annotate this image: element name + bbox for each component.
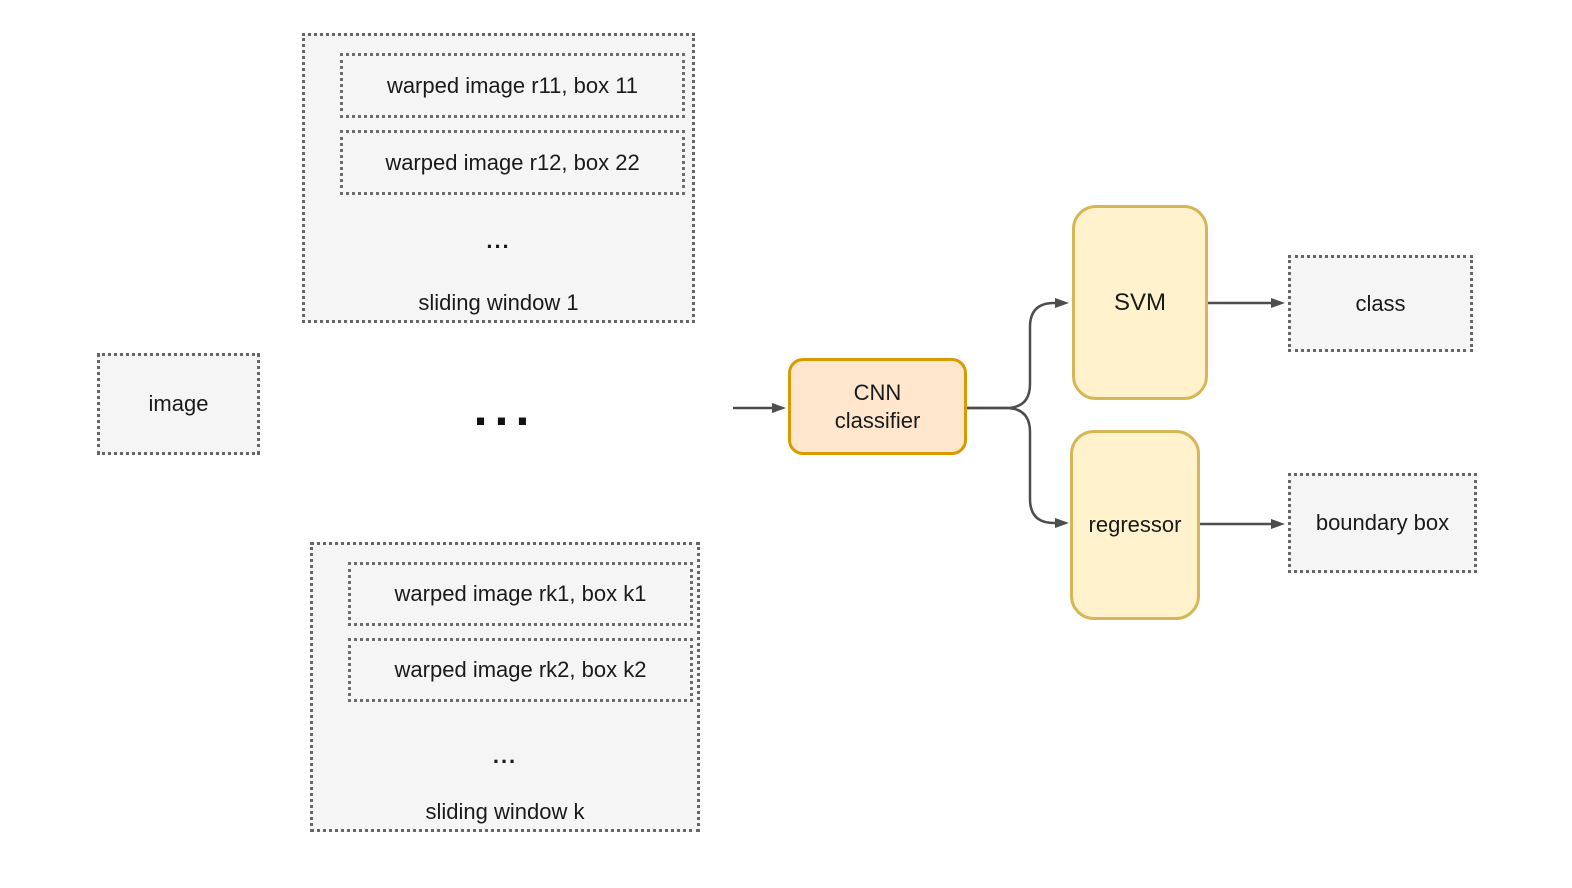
image-node: image [97, 353, 260, 455]
sliding-window-1-label: sliding window 1 [418, 290, 579, 315]
svm-node: SVM [1072, 205, 1208, 400]
boundary-box-output-label: boundary box [1315, 510, 1450, 536]
regressor-node: regressor [1070, 430, 1200, 620]
warped-image-r11-node: warped image r11, box 11 [340, 53, 685, 118]
cnn-classifier-label-line2: classifier [834, 407, 921, 433]
image-node-label: image [148, 391, 209, 417]
warped-image-rk1-label: warped image rk1, box k1 [394, 581, 647, 606]
boundary-box-output-node: boundary box [1288, 473, 1477, 573]
svm-label: SVM [1113, 288, 1166, 316]
sliding-windows-ellipsis: ... [473, 380, 537, 436]
cnn-classifier-node: CNN classifier [788, 358, 967, 455]
class-output-label: class [1355, 290, 1406, 316]
sliding-window-1-group: warped image r11, box 11 warped image r1… [302, 33, 695, 323]
regressor-label: regressor [1088, 512, 1182, 538]
warped-image-r12-label: warped image r12, box 22 [385, 149, 640, 175]
warped-image-r11-label: warped image r11, box 11 [386, 72, 639, 98]
sliding-window-k-group: warped image rk1, box k1 warped image rk… [310, 542, 700, 832]
warped-image-rk2-label: warped image rk2, box k2 [394, 657, 647, 682]
class-output-node: class [1288, 255, 1473, 352]
connector-cnn-to-regressor [967, 406, 1069, 528]
warped-image-r12-node: warped image r12, box 22 [340, 130, 685, 195]
sliding-window-k-ellipsis: ... [492, 743, 518, 768]
sliding-window-k-label: sliding window k [425, 799, 585, 824]
sliding-window-1-ellipsis: ... [486, 228, 511, 253]
warped-image-rk2-node: warped image rk2, box k2 [348, 638, 693, 702]
connector-cnn-to-svm [967, 298, 1069, 410]
cnn-classifier-label-line1: CNN [853, 380, 902, 405]
warped-image-rk1-node: warped image rk1, box k1 [348, 562, 693, 626]
